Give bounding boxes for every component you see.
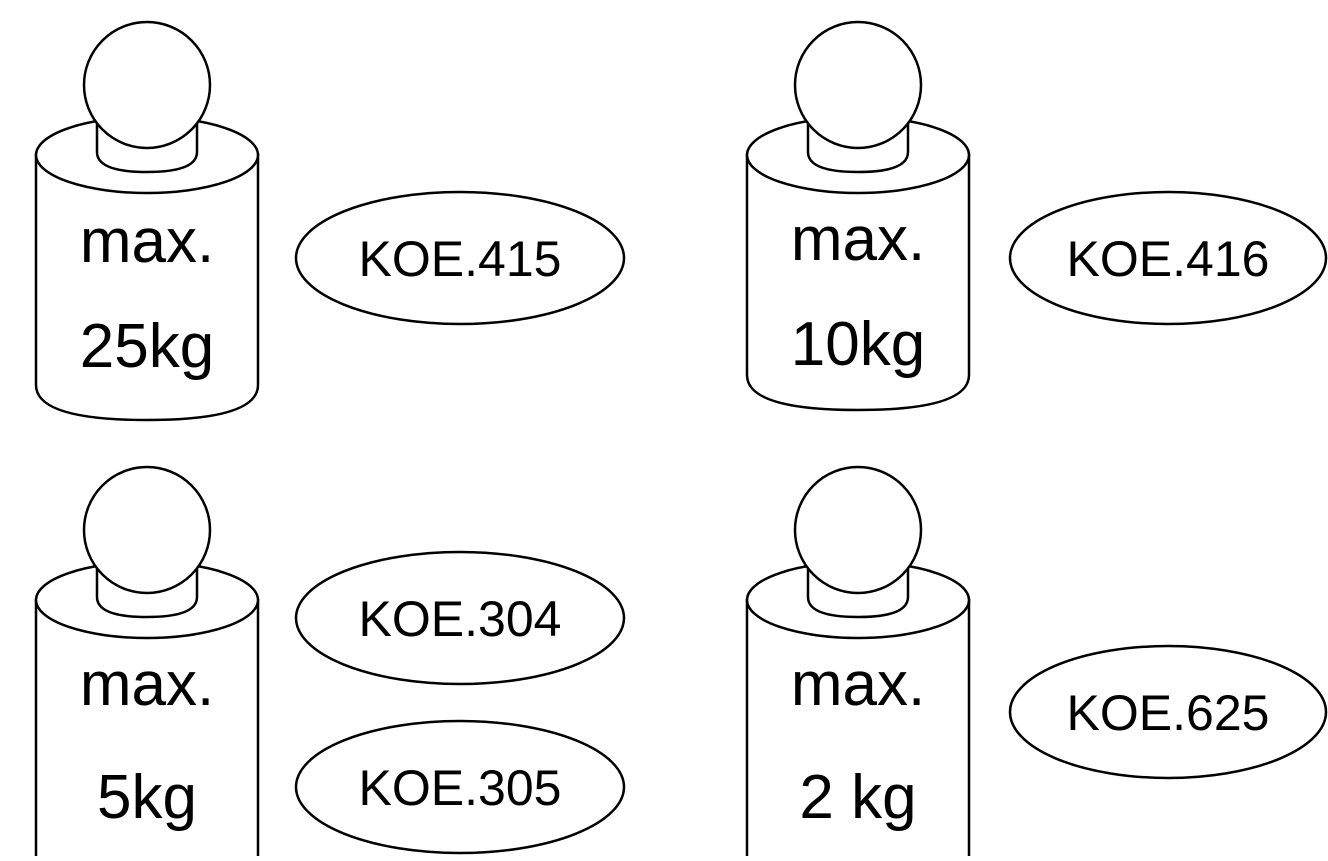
weight-25kg-body bbox=[34, 153, 260, 422]
weight-10kg: max. 10kg bbox=[745, 20, 971, 412]
weight-10kg-knob bbox=[793, 20, 923, 150]
code-koe305: KOE.305 bbox=[294, 719, 626, 855]
code-koe625-oval bbox=[1008, 644, 1328, 780]
weight-5kg: max. 5kg bbox=[34, 465, 260, 861]
weight-25kg-line2: 25kg bbox=[80, 312, 214, 381]
code-koe416-oval bbox=[1008, 190, 1328, 326]
weight-5kg-line1: max. bbox=[80, 650, 214, 719]
weight-25kg-knob bbox=[82, 20, 212, 150]
weight-2kg-line1: max. bbox=[791, 650, 925, 719]
weight-2kg-line2: 2 kg bbox=[799, 763, 916, 832]
weight-25kg-line1: max. bbox=[80, 207, 214, 276]
code-koe625: KOE.625 bbox=[1008, 644, 1328, 780]
weight-10kg-line2: 10kg bbox=[791, 310, 925, 379]
weight-2kg-knob bbox=[793, 465, 923, 595]
weight-10kg-body bbox=[745, 153, 971, 412]
code-koe304-label: KOE.304 bbox=[359, 591, 562, 647]
weight-5kg-knob bbox=[82, 465, 212, 595]
code-koe415-label: KOE.415 bbox=[359, 231, 562, 287]
code-koe625-label: KOE.625 bbox=[1067, 685, 1270, 741]
weight-2kg: max. 2 kg bbox=[745, 465, 971, 861]
code-koe416-label: KOE.416 bbox=[1067, 231, 1270, 287]
code-koe416: KOE.416 bbox=[1008, 190, 1328, 326]
weight-25kg: max. 25kg bbox=[34, 20, 260, 422]
code-koe415: KOE.415 bbox=[294, 190, 626, 326]
code-koe304: KOE.304 bbox=[294, 550, 626, 686]
weight-5kg-line2: 5kg bbox=[97, 763, 197, 832]
weight-10kg-line1: max. bbox=[791, 205, 925, 274]
code-koe305-oval bbox=[294, 719, 626, 855]
code-koe304-oval bbox=[294, 550, 626, 686]
code-koe415-oval bbox=[294, 190, 626, 326]
code-koe305-label: KOE.305 bbox=[359, 760, 562, 816]
